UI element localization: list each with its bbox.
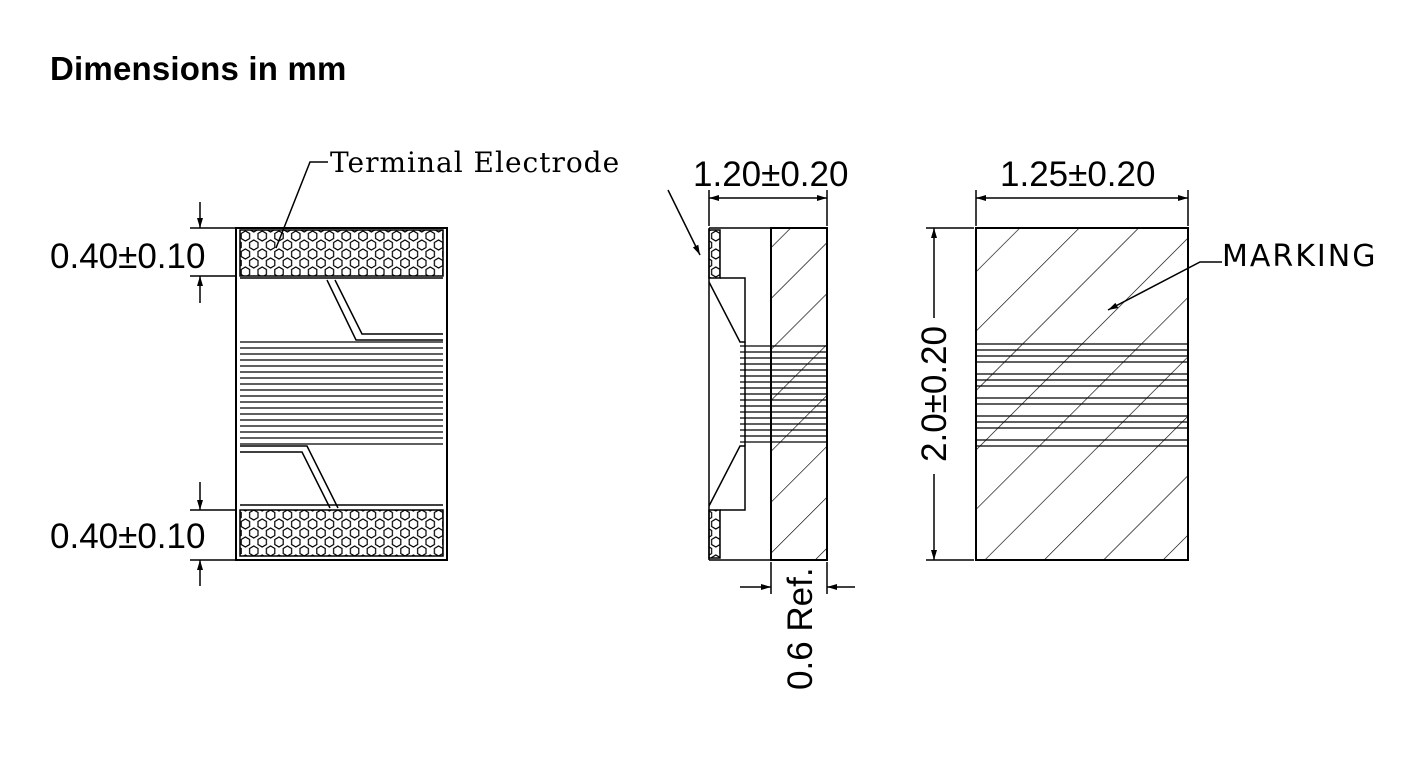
terminal-electrode-label: Terminal Electrode xyxy=(330,146,620,179)
terminal-electrode-top xyxy=(239,229,444,277)
top-dimension-lines xyxy=(926,190,1222,561)
side-ref-dimension: 0.6 Ref. xyxy=(781,567,820,690)
page-title: Dimensions in mm xyxy=(50,50,347,87)
side-view xyxy=(708,227,828,561)
marking-label: MARKING xyxy=(1222,239,1377,274)
length-dimension: 2.0±0.20 xyxy=(915,326,954,462)
side-dimension-lines xyxy=(667,189,855,594)
terminal-dimension-lines xyxy=(190,202,236,586)
terminal-top-dimension: 0.40±0.10 xyxy=(50,237,205,276)
coil-winding xyxy=(240,341,443,445)
front-view-outline xyxy=(235,227,448,561)
top-view xyxy=(975,227,1189,561)
top-lead xyxy=(326,279,443,341)
terminal-electrode-bottom xyxy=(239,509,444,557)
terminal-electrode-leader xyxy=(275,161,328,249)
top-width-dimension: 1.25±0.20 xyxy=(1000,155,1155,194)
terminal-bottom-dimension: 0.40±0.10 xyxy=(50,517,205,556)
front-view xyxy=(235,227,448,561)
side-width-dimension: 1.20±0.20 xyxy=(693,155,848,194)
bottom-lead xyxy=(240,445,339,509)
